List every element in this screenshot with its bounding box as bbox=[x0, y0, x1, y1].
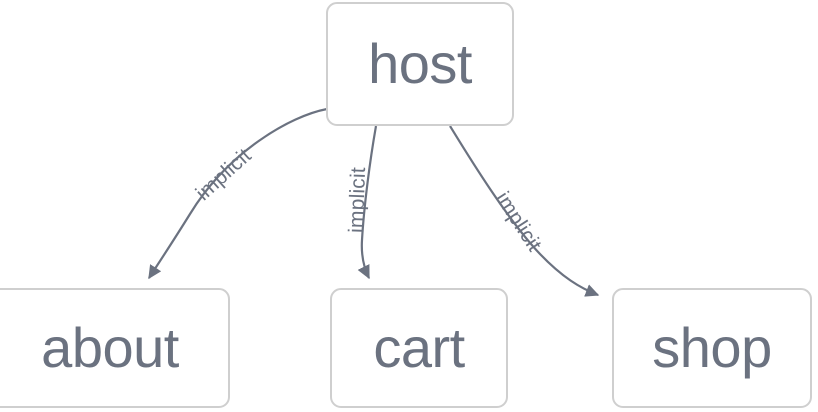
node-shop[interactable]: shop bbox=[612, 288, 812, 408]
node-about-label: about bbox=[41, 316, 179, 379]
node-host[interactable]: host bbox=[326, 2, 514, 126]
node-cart[interactable]: cart bbox=[330, 288, 508, 408]
edge-label-host-cart: implicit bbox=[345, 167, 371, 234]
edge-label-host-cart-text: implicit bbox=[344, 166, 371, 234]
node-cart-label: cart bbox=[373, 316, 465, 379]
edge-host-shop bbox=[449, 125, 600, 297]
node-host-label: host bbox=[368, 32, 472, 95]
edge-host-cart bbox=[357, 125, 378, 280]
edge-host-about bbox=[148, 107, 328, 280]
node-about[interactable]: about bbox=[0, 288, 230, 408]
node-shop-label: shop bbox=[652, 316, 772, 379]
